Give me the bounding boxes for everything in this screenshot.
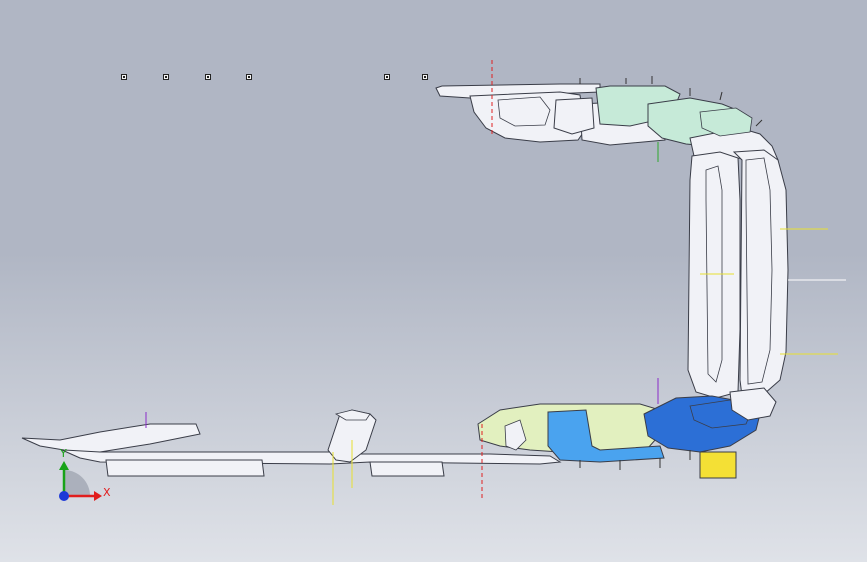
bottom-blue-bracket[interactable]	[547, 409, 665, 463]
reference-point-icon[interactable]	[163, 74, 169, 80]
triad-shadow	[64, 470, 90, 496]
top-mint-tab[interactable]	[699, 107, 753, 137]
top-bucket-inner	[497, 96, 551, 127]
bottom-lime-inner	[504, 419, 527, 451]
bottom-beam-assembly[interactable]	[21, 409, 562, 477]
center-bracket-cap[interactable]	[334, 409, 371, 421]
right-outer-rib	[745, 157, 773, 385]
reference-lines	[145, 60, 846, 505]
z-axis-dot-icon	[59, 491, 69, 501]
reference-point-icon[interactable]	[384, 74, 390, 80]
top-rib-block[interactable]	[553, 97, 595, 135]
y-axis-arrow-head	[59, 461, 69, 470]
mid-lower-plate[interactable]	[369, 461, 445, 477]
axis-triad[interactable]	[59, 461, 102, 501]
reference-point-icon[interactable]	[121, 74, 127, 80]
y-axis-label: Y	[60, 447, 67, 460]
reference-point-icon[interactable]	[422, 74, 428, 80]
fastener-marks	[579, 76, 763, 470]
right-rail-assembly[interactable]	[687, 149, 789, 399]
reference-point-icon[interactable]	[246, 74, 252, 80]
left-lower-plate[interactable]	[105, 459, 265, 477]
yellow-mount-block[interactable]	[699, 451, 737, 479]
reference-point-icon[interactable]	[205, 74, 211, 80]
left-wedge-part[interactable]	[21, 423, 201, 453]
top-rail-assembly[interactable]	[435, 83, 779, 161]
x-axis-label: X	[103, 486, 111, 499]
bottom-corner-bracket[interactable]	[729, 387, 777, 421]
x-axis-arrow-head	[94, 491, 102, 501]
bottom-right-assembly[interactable]	[477, 387, 777, 479]
